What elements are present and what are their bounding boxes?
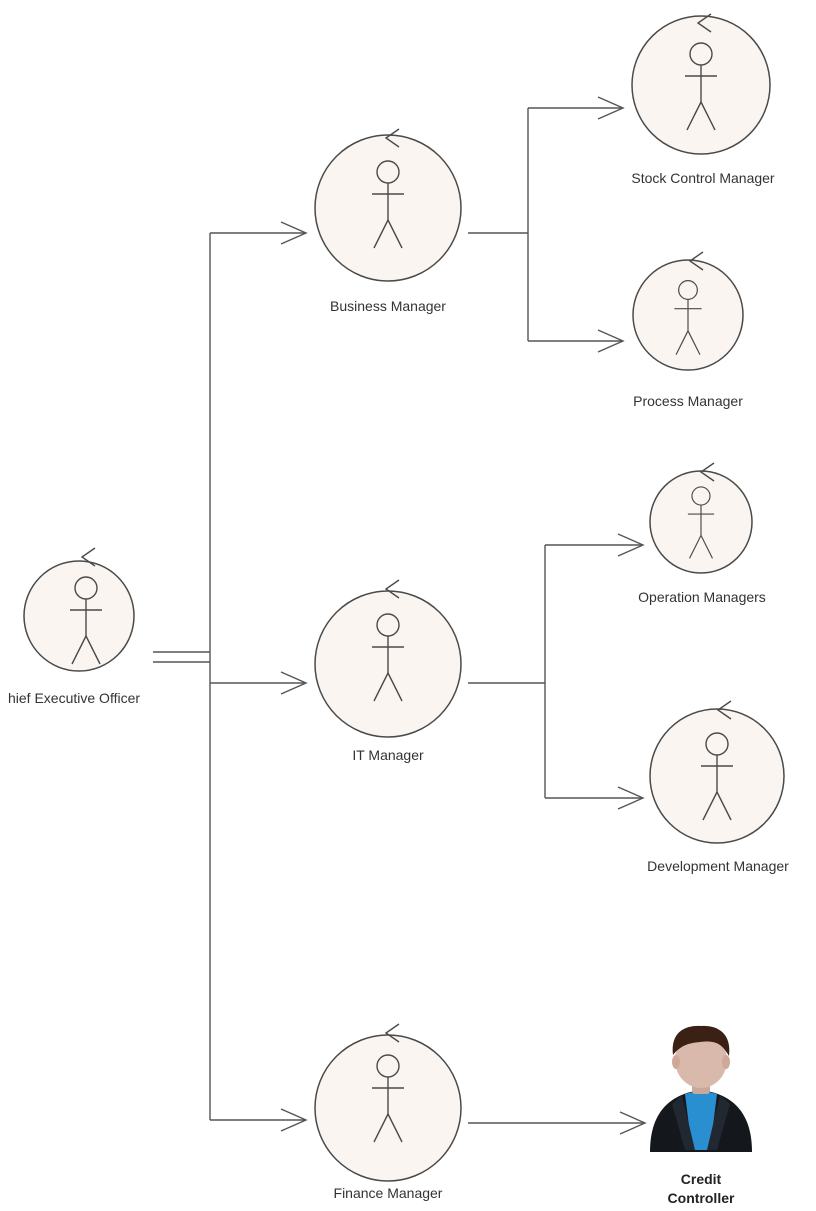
it-manager-label: IT Manager <box>352 747 424 763</box>
operation-managers-label: Operation Managers <box>638 589 766 605</box>
finance-manager-label: Finance Manager <box>333 1185 443 1201</box>
stock-control-manager-label: Stock Control Manager <box>631 170 775 186</box>
edge-business-to-reports <box>468 96 625 353</box>
development-manager-label: Development Manager <box>647 858 789 874</box>
actor-it-manager-icon <box>314 579 462 738</box>
actor-operation-managers-icon <box>649 462 753 574</box>
connectors <box>153 96 647 1135</box>
credit-controller-label-line2: Controller <box>667 1190 735 1206</box>
actor-business-manager-icon <box>314 128 462 282</box>
actor-finance-manager-icon <box>314 1023 462 1182</box>
credit-controller-label-line1: Credit <box>680 1171 722 1187</box>
process-manager-label: Process Manager <box>633 393 743 409</box>
edge-ceo-to-managers <box>153 221 308 1132</box>
actor-ceo-icon <box>23 547 135 672</box>
business-manager-label: Business Manager <box>330 298 446 314</box>
actor-development-manager-icon <box>649 700 785 844</box>
edge-finance-to-credit <box>468 1111 647 1135</box>
credit-controller-avatar-icon <box>650 1025 752 1152</box>
edge-it-to-reports <box>468 533 645 810</box>
ceo-label: hief Executive Officer <box>8 690 141 706</box>
actor-stock-control-manager-icon <box>631 13 771 155</box>
actor-process-manager-icon <box>632 251 744 371</box>
